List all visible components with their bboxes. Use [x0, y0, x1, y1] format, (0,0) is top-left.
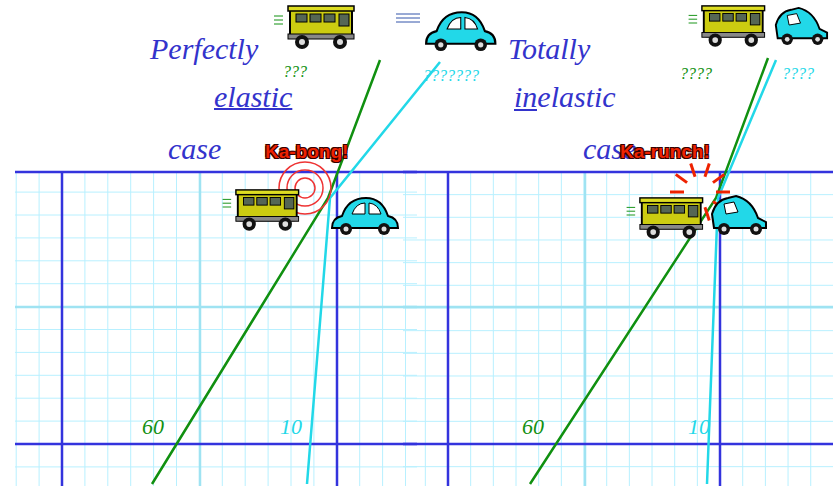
grid-line	[448, 172, 449, 486]
title-word: case	[168, 134, 221, 164]
grid-line	[470, 172, 471, 486]
grid-line	[15, 444, 417, 445]
impact-spike	[713, 174, 724, 182]
velocity-number: 60	[522, 416, 544, 438]
title-word: Perfectly	[150, 34, 258, 64]
axis-mid	[584, 172, 587, 486]
sound-effect: Ka-bong!	[265, 142, 348, 161]
car-icon	[712, 196, 766, 235]
axis-line	[447, 172, 450, 486]
truck-icon	[689, 6, 765, 47]
velocity-number: 10	[688, 416, 710, 438]
axis-line	[61, 172, 64, 486]
grid-line	[810, 172, 811, 486]
title-word: Totally	[508, 34, 590, 64]
impact-spike	[676, 174, 687, 182]
grid	[403, 172, 833, 486]
world-line	[707, 60, 776, 484]
grid-line	[15, 375, 417, 376]
grid-line	[403, 194, 833, 195]
grid-line	[15, 260, 417, 261]
grid-line	[15, 466, 417, 467]
impact-spike	[705, 207, 709, 220]
car-icon	[426, 12, 495, 51]
impact-ring	[279, 162, 331, 214]
velocity-number: 60	[142, 416, 164, 438]
grid-line	[403, 444, 833, 445]
car-icon	[776, 8, 827, 45]
car-icon	[332, 198, 398, 235]
impact-spike	[716, 191, 730, 194]
grid-line	[788, 172, 789, 486]
grid-line	[403, 217, 833, 218]
grid-line	[425, 172, 426, 486]
grid	[15, 172, 417, 486]
grid-line	[403, 330, 833, 331]
grid-line	[765, 172, 766, 486]
axis-mid	[199, 172, 202, 486]
underline	[514, 109, 537, 111]
grid-line	[516, 172, 517, 486]
grid-line	[15, 283, 417, 284]
grid-line	[403, 421, 833, 422]
unknown-velocity: ???????	[423, 68, 479, 84]
truck-icon	[627, 198, 703, 239]
grid-line	[538, 172, 539, 486]
world-line	[307, 62, 440, 484]
axis-line	[15, 171, 417, 174]
speed-streak	[396, 14, 420, 15]
grid-line	[403, 398, 833, 399]
impact-spike	[705, 163, 709, 176]
grid-line	[493, 172, 494, 486]
grid-line	[15, 398, 417, 399]
axis-line	[15, 443, 417, 446]
grid-line	[15, 237, 417, 238]
velocity-number: 10	[280, 416, 302, 438]
speed-streak	[396, 22, 420, 23]
grid-line	[15, 329, 417, 330]
impact-spike	[691, 163, 695, 176]
impact-spike	[670, 191, 684, 194]
grid-line	[561, 172, 562, 486]
grid-line	[15, 306, 417, 307]
grid-line	[403, 262, 833, 263]
world-line	[530, 58, 768, 484]
truck-icon	[223, 190, 299, 231]
grid-line	[403, 353, 833, 354]
speed-streak	[396, 18, 420, 19]
grid-line	[199, 172, 200, 486]
sound-effect: Ka-runch!	[620, 142, 710, 161]
grid-line	[15, 192, 417, 193]
axis-line	[403, 443, 833, 446]
grid-line	[15, 352, 417, 353]
grid-line	[403, 307, 833, 308]
unknown-velocity: ???	[283, 64, 307, 80]
grid-line	[403, 466, 833, 467]
grid-line	[606, 172, 607, 486]
unknown-velocity: ????	[680, 66, 712, 82]
axis-mid	[15, 306, 417, 309]
unknown-velocity: ????	[782, 66, 814, 82]
truck-icon	[274, 6, 354, 49]
grid-line	[15, 421, 417, 422]
grid-line	[403, 285, 833, 286]
world-line	[152, 60, 380, 484]
axis-mid	[403, 306, 833, 309]
axis-line	[403, 171, 833, 174]
title-word: elastic	[214, 82, 292, 112]
title-word: inelastic	[514, 82, 616, 112]
grid-line	[403, 375, 833, 376]
grid-line	[403, 239, 833, 240]
grid-line	[584, 172, 585, 486]
grid-line	[62, 172, 63, 486]
